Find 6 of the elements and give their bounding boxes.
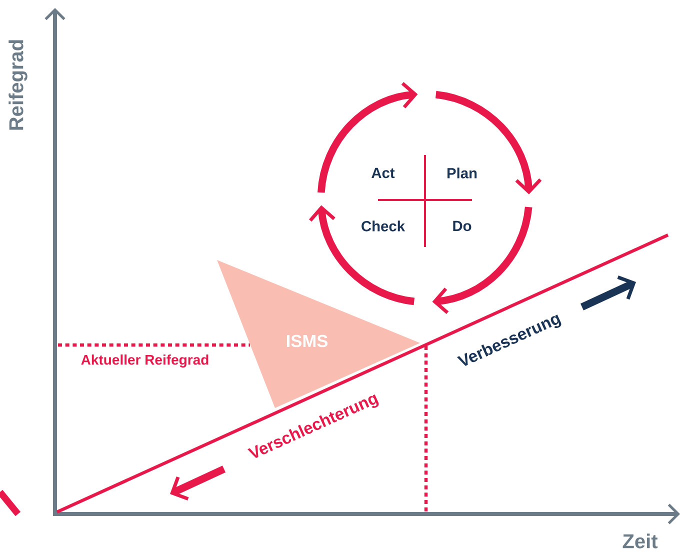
phase-label: Check <box>362 220 406 232</box>
phase-label: Plan <box>448 168 477 178</box>
phase-label: Do <box>453 220 472 232</box>
axis-label: Reifegrad <box>8 40 28 130</box>
phase-label: Act <box>372 168 395 178</box>
axis-label: Zeit <box>622 534 658 548</box>
